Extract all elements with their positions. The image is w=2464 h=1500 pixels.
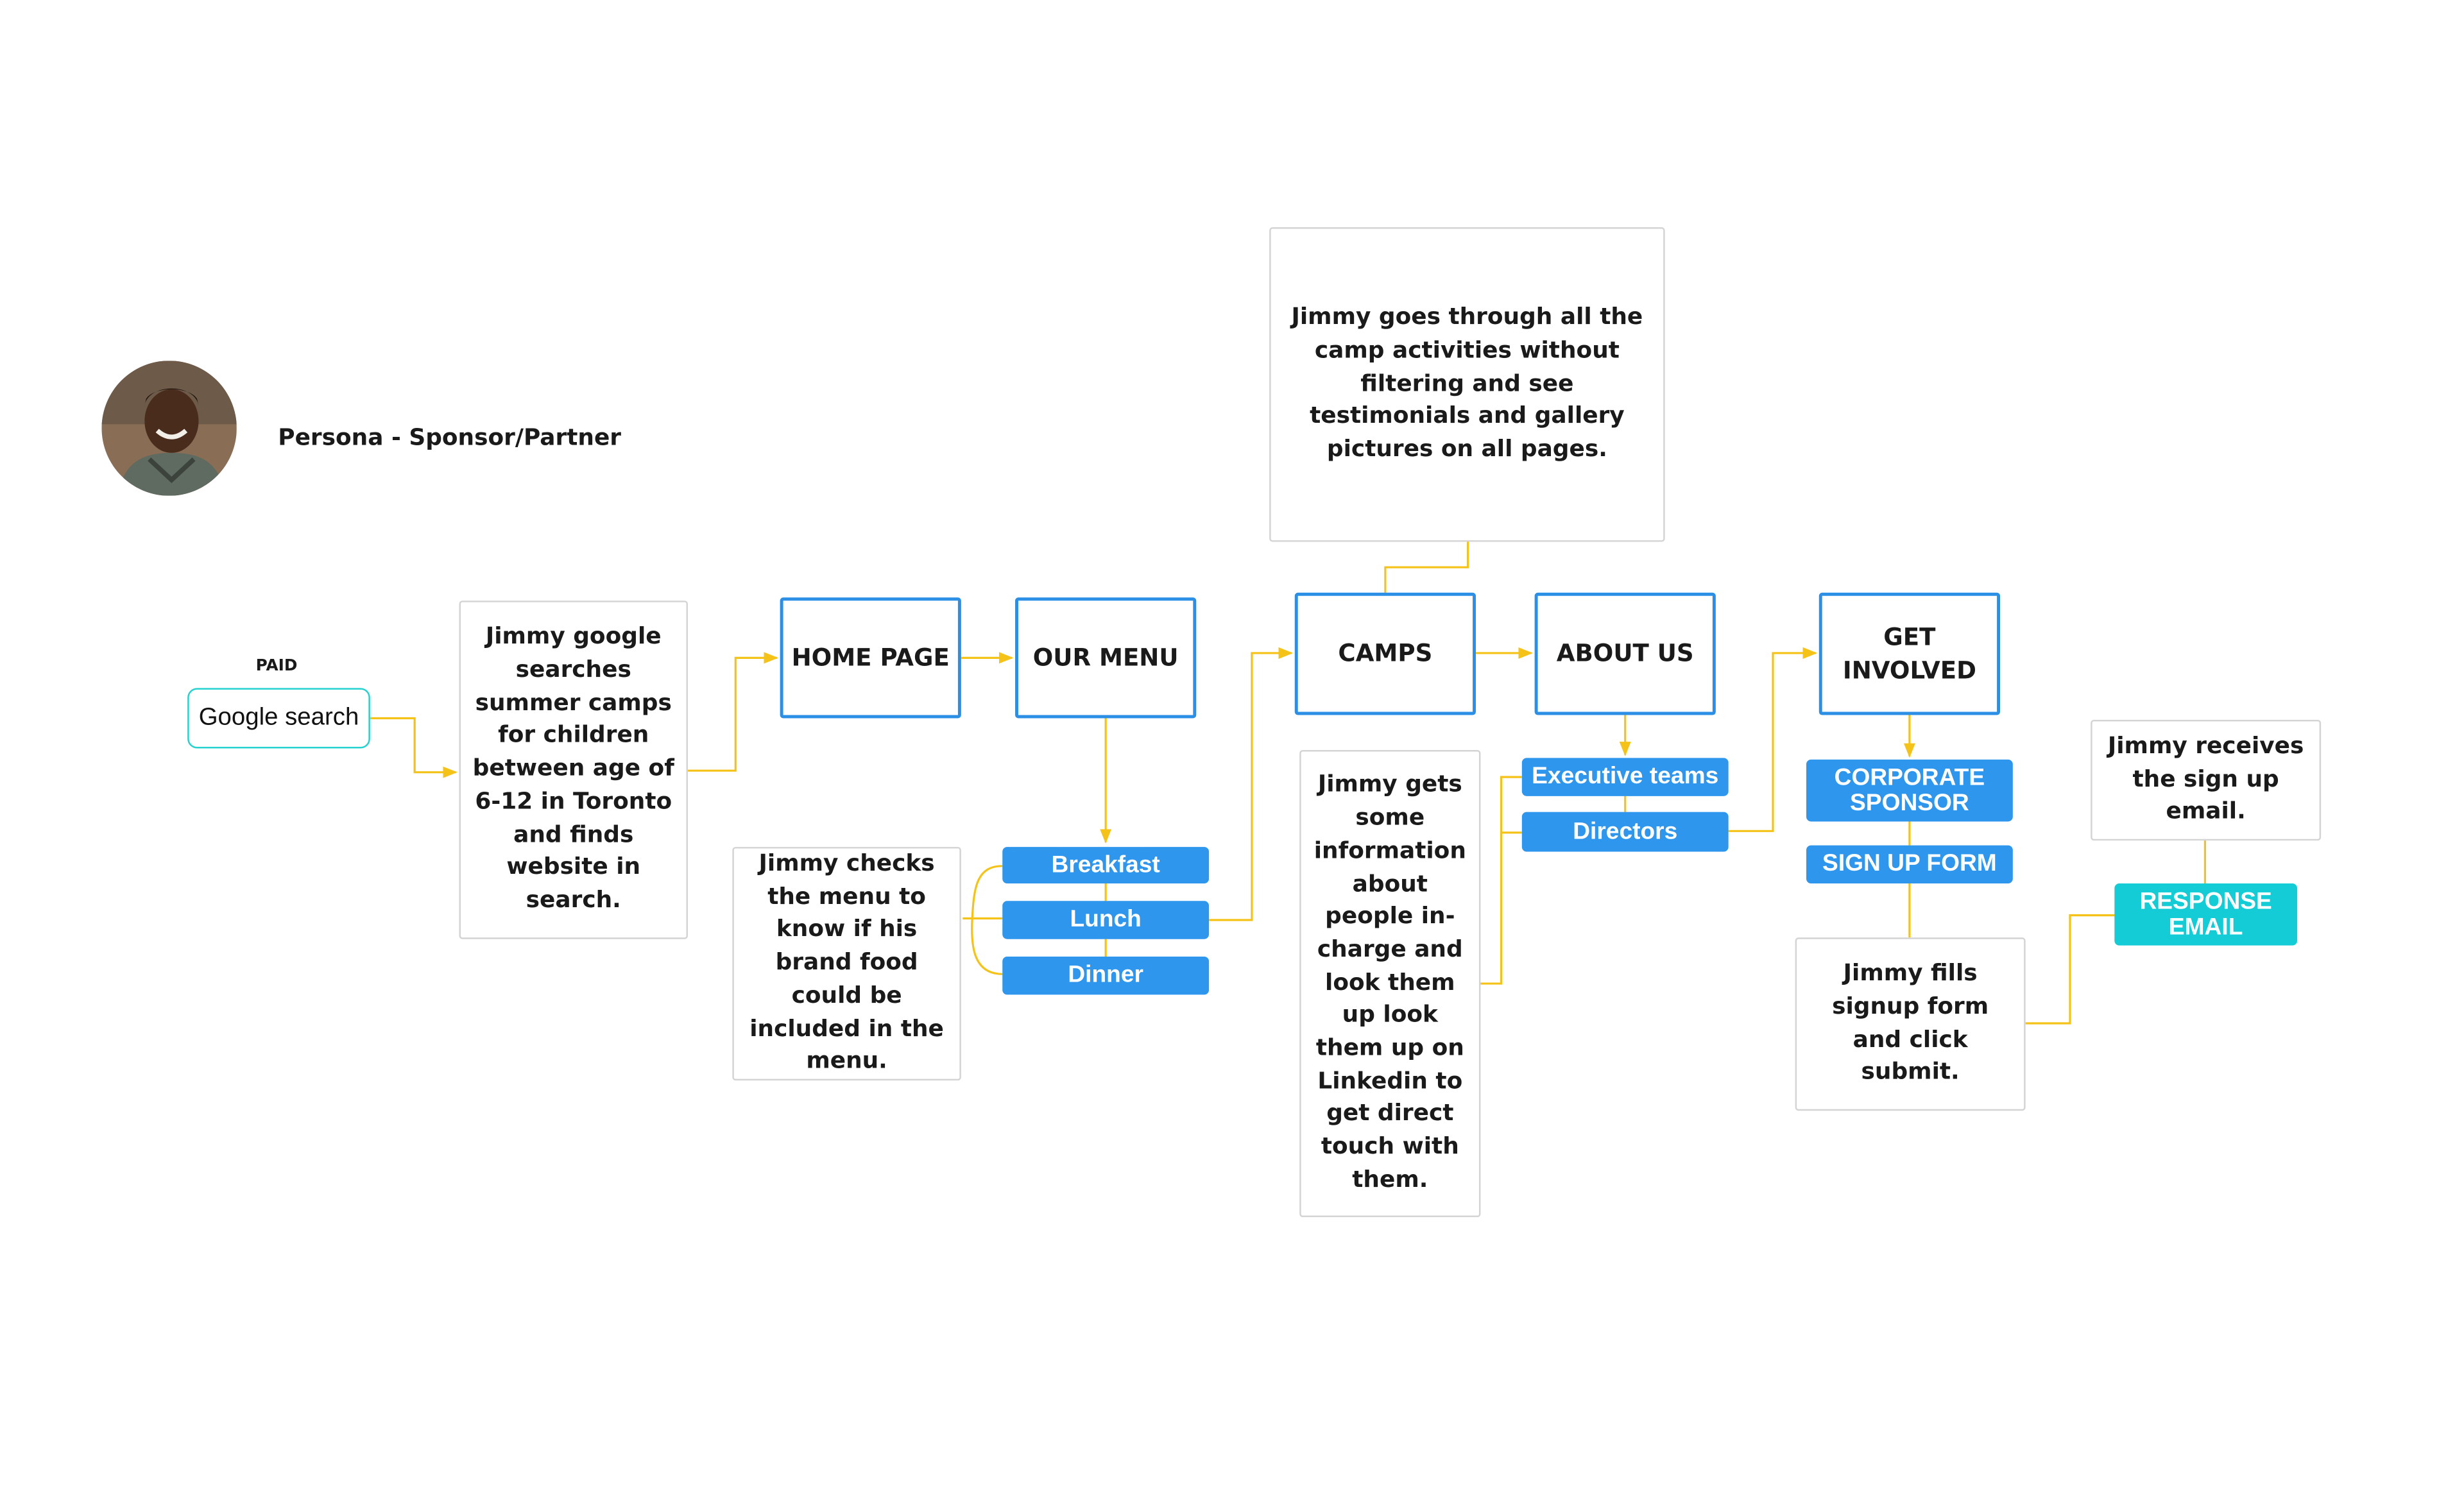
about-note: Jimmy gets some information about people… xyxy=(1299,750,1481,1218)
breakfast-item[interactable]: Breakfast xyxy=(1002,847,1210,884)
home-page-node[interactable]: HOME PAGE xyxy=(780,597,961,719)
google-search-note: Jimmy google searches summer camps for c… xyxy=(459,601,689,939)
corporate-sponsor-item[interactable]: CORPORATE SPONSOR xyxy=(1806,759,2013,822)
persona-avatar xyxy=(101,361,237,496)
google-search-node[interactable]: Google search xyxy=(187,688,370,749)
our-menu-node[interactable]: OUR MENU xyxy=(1015,597,1197,719)
executive-teams-item[interactable]: Executive teams xyxy=(1521,758,1729,796)
dinner-item[interactable]: Dinner xyxy=(1002,956,1210,995)
camps-note: Jimmy goes through all the camp activiti… xyxy=(1269,227,1665,542)
response-email-node[interactable]: RESPONSE EMAIL xyxy=(2114,883,2298,946)
link-search-to-note xyxy=(370,717,458,778)
directors-item[interactable]: Directors xyxy=(1521,812,1729,852)
link-items-to-about-note xyxy=(1480,776,1522,985)
link-items-to-menu-note xyxy=(963,865,1003,975)
get-involved-node[interactable]: GET INVOLVED xyxy=(1818,592,2001,715)
camps-node[interactable]: CAMPS xyxy=(1294,592,1476,715)
lunch-item[interactable]: Lunch xyxy=(1002,901,1210,939)
link-signup-to-response xyxy=(2025,914,2115,1025)
link-lunch-to-camps xyxy=(1209,647,1294,921)
about-us-node[interactable]: ABOUT US xyxy=(1534,592,1716,715)
sign-up-form-item[interactable]: SIGN UP FORM xyxy=(1806,845,2013,884)
link-directors-to-involved xyxy=(1728,647,1818,832)
signup-note: Jimmy fills signup form and click submit… xyxy=(1795,937,2026,1111)
paid-tag: PAID xyxy=(255,658,298,676)
menu-note: Jimmy checks the menu to know if his bra… xyxy=(732,847,961,1081)
link-note-to-home xyxy=(688,652,778,772)
person-photo-icon xyxy=(101,361,237,496)
link-camps-note-to-camps xyxy=(1384,541,1469,593)
persona-label: Persona - Sponsor/Partner xyxy=(278,425,622,452)
receives-email-note: Jimmy receives the sign up email. xyxy=(2091,719,2322,841)
